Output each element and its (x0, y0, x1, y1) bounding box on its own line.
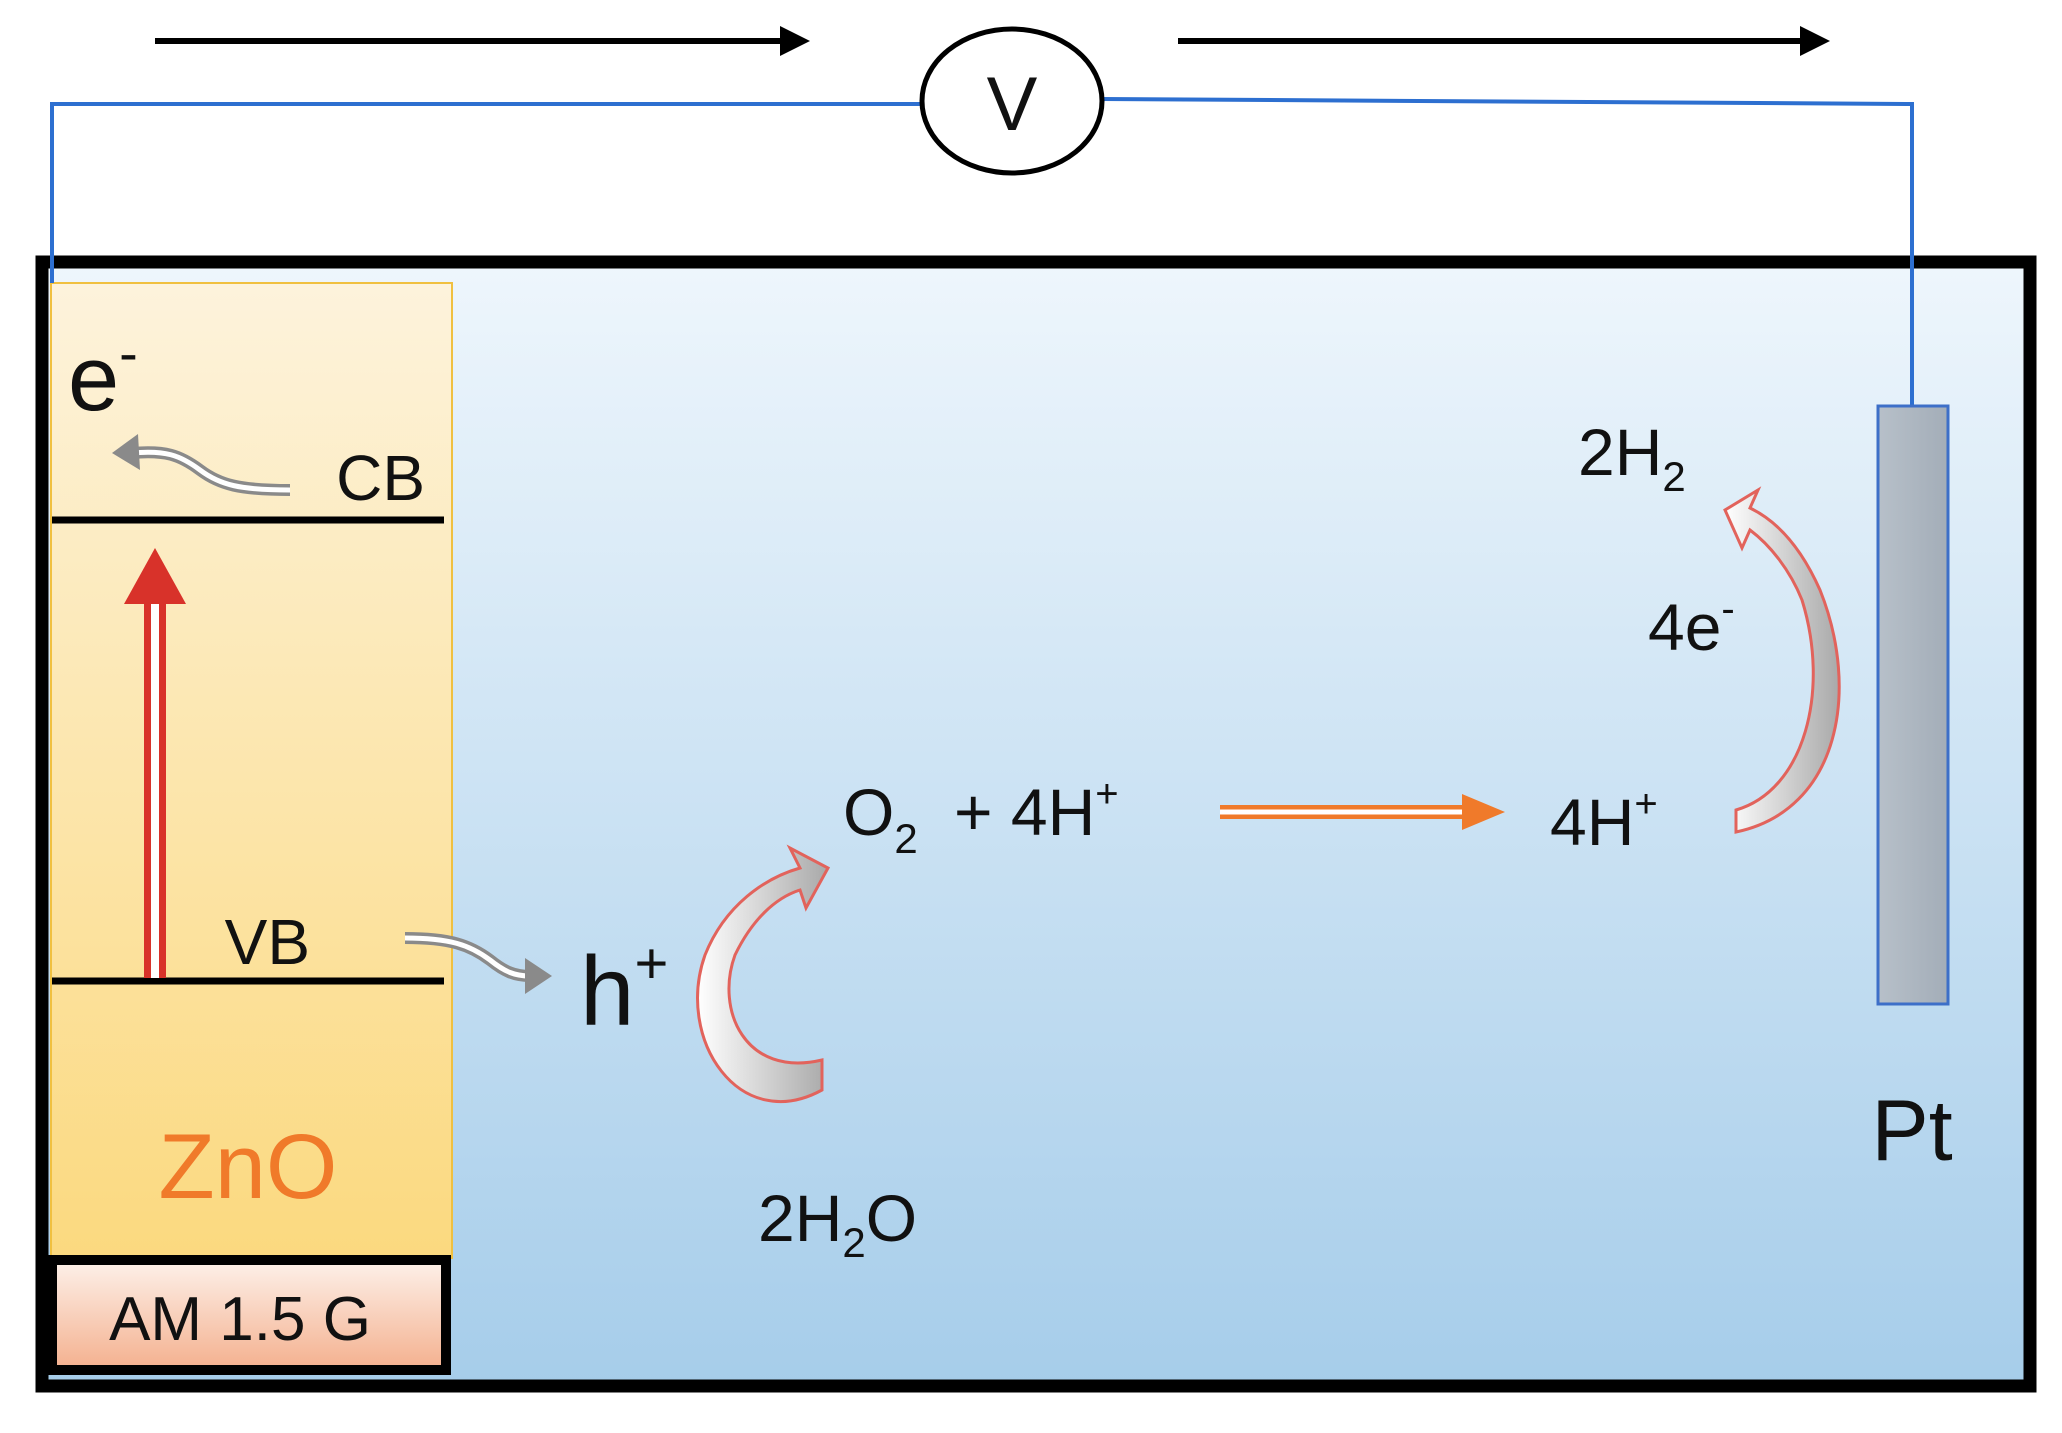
cb-label: CB (336, 442, 425, 514)
hole-symbol: h+ (580, 931, 668, 1046)
hole-transfer-arrow (404, 932, 552, 994)
pt-label: Pt (1871, 1083, 1952, 1179)
am15g-light-box (47, 1255, 451, 1375)
proton-migration-arrow (1220, 794, 1505, 830)
zno-label: ZnO (159, 1116, 338, 1218)
voltmeter-label: V (987, 62, 1038, 147)
vb-label: VB (225, 906, 310, 978)
proton-reactant: 4H+ (1550, 782, 1658, 859)
am15g-label: AM 1.5 G (109, 1285, 371, 1354)
zno-photoanode (50, 282, 453, 1259)
water-reactant: 2H2O (758, 1181, 917, 1266)
external-wire (50, 97, 1914, 488)
voltmeter-symbol (919, 26, 1105, 176)
oxygen-product: O2 + 4H+ (843, 772, 1119, 862)
hydrogen-product: 2H2 (1578, 415, 1686, 500)
pt-electrode (1876, 404, 1950, 1006)
hydrogen-evolution-curved-arrow (1723, 486, 1841, 834)
electron-transfer-arrow (112, 434, 291, 496)
electron-count: 4e- (1648, 587, 1735, 664)
electron-symbol: e- (68, 321, 138, 430)
current-direction-arrow-left (155, 26, 810, 56)
photoexcitation-arrow (124, 548, 186, 978)
current-direction-arrow-right (1178, 26, 1830, 56)
water-oxidation-curved-arrow (696, 844, 831, 1104)
